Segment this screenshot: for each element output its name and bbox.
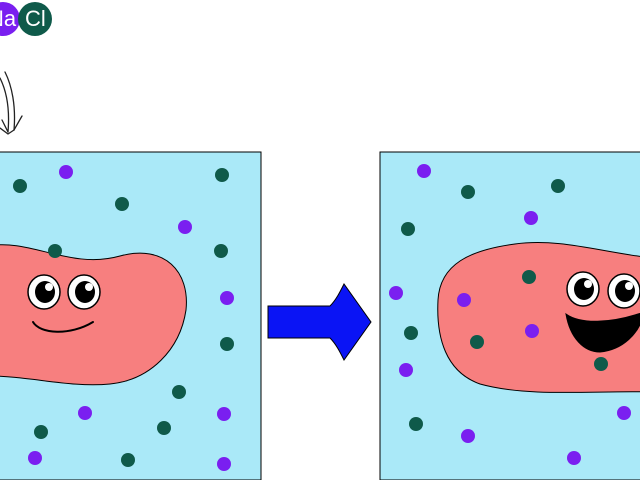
ion-legend: Na Cl <box>0 2 52 36</box>
chloride-ion <box>214 244 228 258</box>
sodium-ion <box>59 165 73 179</box>
sodium-legend-circle <box>0 2 20 36</box>
sodium-ion <box>217 457 231 471</box>
cell-eyes <box>27 274 101 310</box>
sodium-ion <box>399 363 413 377</box>
sodium-ion <box>389 286 403 300</box>
sodium-ion <box>457 293 471 307</box>
cell-eyes <box>566 271 640 309</box>
chloride-ion <box>172 385 186 399</box>
chloride-ion <box>409 417 423 431</box>
sodium-symbol: Na <box>0 6 17 31</box>
chloride-ion <box>115 197 129 211</box>
sodium-ion <box>178 220 192 234</box>
chloride-ion <box>551 179 565 193</box>
after-panel <box>379 151 640 480</box>
right-arrow-icon <box>267 283 372 361</box>
chloride-ion <box>157 421 171 435</box>
cell-mouth <box>565 312 640 353</box>
chloride-ion <box>461 185 475 199</box>
chloride-ion <box>34 425 48 439</box>
chloride-symbol: Cl <box>25 6 46 31</box>
sodium-ion <box>28 451 42 465</box>
chloride-ion <box>48 244 62 258</box>
sodium-ion <box>217 407 231 421</box>
cell-body <box>437 242 640 393</box>
ions-before <box>13 165 234 471</box>
chloride-ion <box>404 326 418 340</box>
ions-after <box>389 164 631 465</box>
sodium-ion <box>524 211 538 225</box>
sodium-ion <box>417 164 431 178</box>
chloride-ion <box>215 168 229 182</box>
sodium-ion <box>461 429 475 443</box>
cell-mouth <box>32 321 94 333</box>
chloride-ion <box>220 337 234 351</box>
before-panel <box>0 151 262 480</box>
sodium-ion <box>220 291 234 305</box>
sodium-ion <box>78 406 92 420</box>
chloride-ion <box>470 335 484 349</box>
chloride-ion <box>13 179 27 193</box>
curved-pointer-arrow-icon <box>0 71 23 135</box>
chloride-ion <box>522 270 536 284</box>
chloride-ion <box>121 453 135 467</box>
chloride-legend-circle <box>18 2 52 36</box>
sodium-ion <box>567 451 581 465</box>
chloride-ion <box>594 357 608 371</box>
sodium-ion <box>525 324 539 338</box>
chloride-ion <box>401 222 415 236</box>
sodium-ion <box>617 406 631 420</box>
